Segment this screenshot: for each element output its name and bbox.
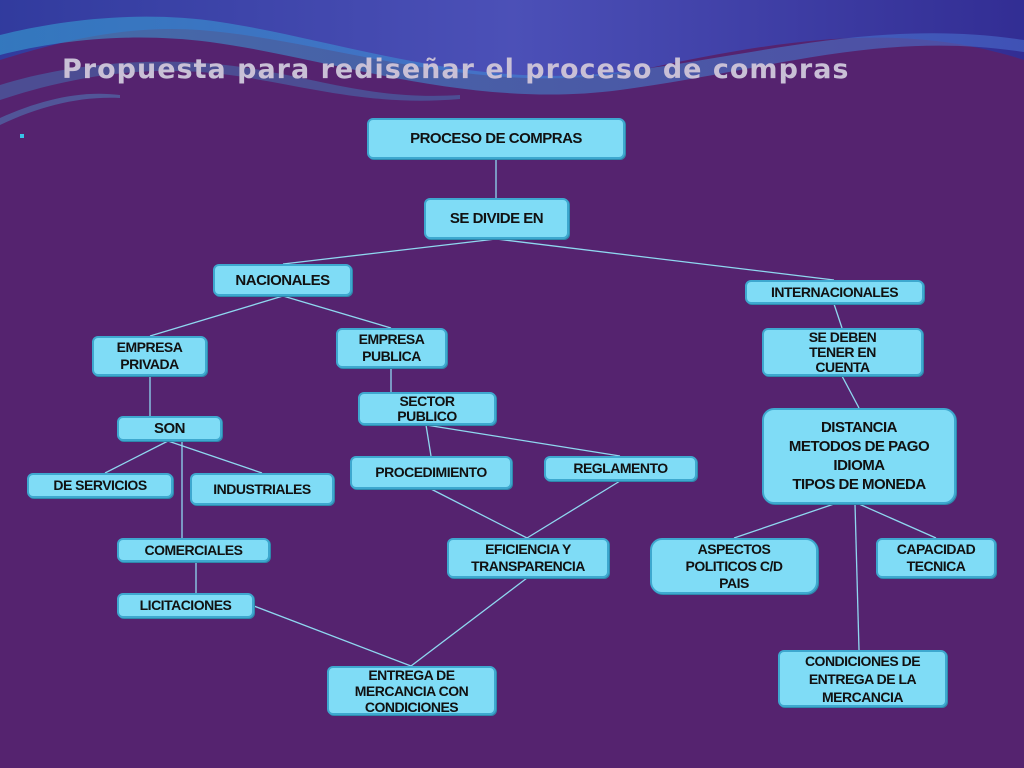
node-reglamento: REGLAMENTO: [544, 456, 697, 481]
node-capacidad-tecnica: CAPACIDAD TECNICA: [876, 538, 996, 578]
edge-internacionales-deben: [833, 303, 843, 329]
node-empresa-publica: EMPRESA PUBLICA: [336, 328, 447, 368]
edge-eficiencia-entrega: [410, 577, 528, 667]
node-industriales: INDUSTRIALES: [190, 473, 334, 505]
edge-sector-procedimiento: [425, 424, 432, 457]
edge-deben-distancia: [841, 375, 860, 409]
node-internacionales: INTERNACIONALES: [745, 280, 924, 304]
edge-procedimiento-eficiencia: [430, 488, 528, 539]
node-nacionales: NACIONALES: [213, 264, 352, 296]
node-de-servicios: DE SERVICIOS: [27, 473, 173, 498]
node-entrega-de-mercancia-con-condiciones: ENTREGA DE MERCANCIA CON CONDICIONES: [327, 666, 496, 715]
node-empresa-privada: EMPRESA PRIVADA: [92, 336, 207, 376]
slide-title: Propuesta para rediseñar el proceso de c…: [62, 54, 850, 85]
node-condiciones-de-entrega: CONDICIONES DE ENTREGA DE LA MERCANCIA: [778, 650, 947, 707]
edge-distancia-condiciones: [854, 503, 860, 651]
node-se-deben-tener-en-cuenta: SE DEBEN TENER EN CUENTA: [762, 328, 923, 376]
edge-divide-internacionales: [495, 238, 835, 281]
node-comerciales: COMERCIALES: [117, 538, 270, 562]
node-sector-publico: SECTOR PUBLICO: [358, 392, 496, 425]
edge-distancia-capacidad: [858, 503, 937, 539]
edge-son-servicios: [104, 440, 169, 474]
edge-distancia-aspectos: [733, 503, 835, 539]
node-eficiencia-y-transparencia: EFICIENCIA Y TRANSPARENCIA: [447, 538, 609, 578]
edge-reglamento-eficiencia: [526, 480, 621, 539]
edge-nacionales-privada: [149, 295, 284, 337]
edge-nacionales-publica: [282, 295, 392, 329]
edge-divide-nacionales: [282, 238, 497, 265]
edge-son-industriales: [167, 440, 263, 474]
node-son: SON: [117, 416, 222, 441]
node-distancia-metodos-idioma-moneda: DISTANCIA METODOS DE PAGO IDIOMA TIPOS D…: [762, 408, 956, 504]
node-aspectos-politicos: ASPECTOS POLITICOS C/D PAIS: [650, 538, 818, 594]
node-proceso-de-compras: PROCESO DE COMPRAS: [367, 118, 625, 159]
bullet-marker: [20, 134, 24, 138]
edge-sector-reglamento: [425, 424, 621, 457]
edge-licitaciones-entrega: [253, 605, 412, 667]
node-procedimiento: PROCEDIMIENTO: [350, 456, 512, 489]
node-se-divide-en: SE DIVIDE EN: [424, 198, 569, 239]
node-licitaciones: LICITACIONES: [117, 593, 254, 618]
